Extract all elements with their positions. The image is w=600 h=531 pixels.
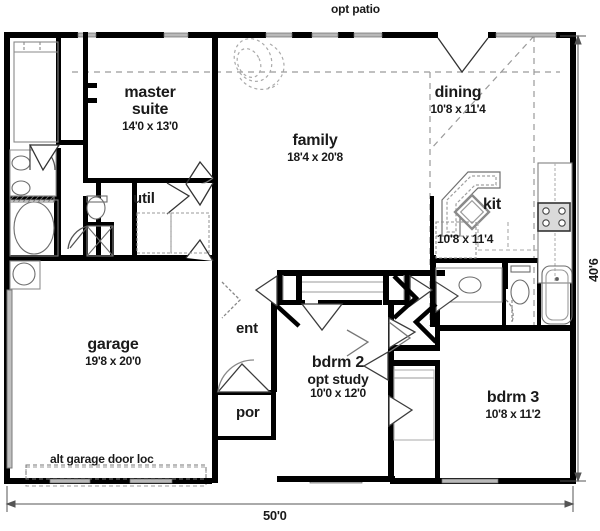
pantry-closet <box>435 221 477 259</box>
kitchen-counter-right <box>537 162 573 284</box>
plant-decoration-icon <box>233 38 285 90</box>
dimension-lines <box>5 34 586 512</box>
room-label-porch: por <box>236 404 260 421</box>
room-label-utility: util <box>133 190 155 207</box>
kitchen-dimensions: 10'8 x 11'4 <box>437 232 494 246</box>
door-swings <box>28 37 489 262</box>
garage-door-left <box>6 289 13 469</box>
hall-bath-fixtures <box>435 265 573 325</box>
kitchen-lower-counter <box>477 222 538 251</box>
right-dimension-label: 40'6 <box>586 258 600 282</box>
interior-walls <box>4 32 575 483</box>
master-bath-fixtures <box>9 149 114 290</box>
room-label-entry: ent <box>236 320 258 337</box>
master-closet <box>13 41 59 143</box>
bottom-dimension-label: 50'0 <box>263 508 287 523</box>
alt-garage-door-label: alt garage door loc <box>50 452 154 466</box>
hall-wall-jogs <box>275 274 438 344</box>
alt-garage-door-outline <box>25 464 207 480</box>
kitchen-island <box>441 171 501 237</box>
entry-door <box>216 281 272 393</box>
opt-patio-label: opt patio <box>331 2 380 16</box>
utility-appliances <box>136 212 210 254</box>
bath-door-swings <box>435 280 514 323</box>
